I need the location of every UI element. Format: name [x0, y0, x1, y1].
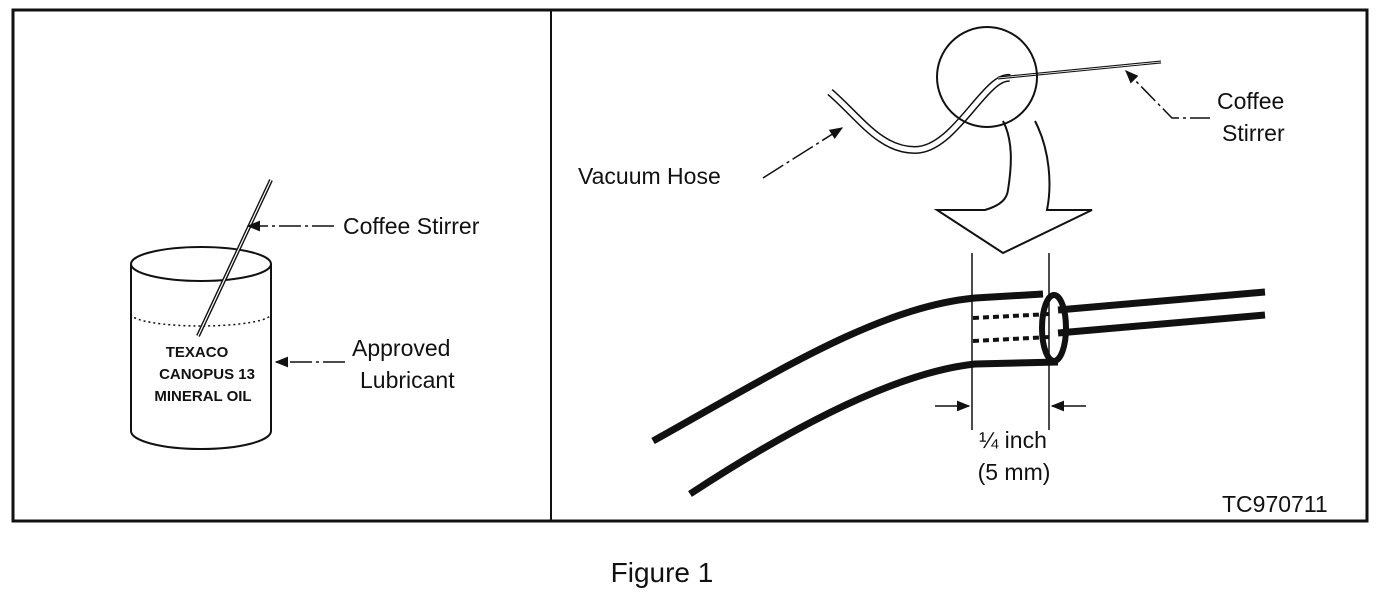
insertion-depth-dimension [935, 253, 1086, 430]
right-stirrer-callout-arrow [1125, 70, 1210, 119]
oil-level-line [130, 313, 272, 327]
can-text-line1: TEXACO [166, 344, 229, 361]
right-stirrer-label-line2: Stirrer [1222, 120, 1285, 146]
magnify-circle [936, 26, 1038, 128]
left-panel: TEXACO CANOPUS 13 MINERAL OIL Coffee Sti… [130, 179, 480, 450]
figure-frame [11, 8, 1369, 523]
figure-caption: Figure 1 [611, 557, 714, 588]
magnify-callout-arrow [933, 26, 1093, 255]
oil-can-illustration [130, 246, 272, 450]
left-stirrer-label: Coffee Stirrer [343, 213, 480, 239]
right-panel: Vacuum Hose Coffee Stirrer ¼ inch (5 mm)… [578, 26, 1328, 517]
enlarged-coffee-stirrer [972, 288, 1266, 343]
dimension-label-line2: (5 mm) [978, 459, 1051, 485]
figure-code: TC970711 [1222, 491, 1328, 517]
dimension-label-line1: ¼ inch [979, 427, 1047, 453]
right-stirrer-label-line1: Coffee [1217, 88, 1284, 114]
can-text-line2: CANOPUS 13 [159, 366, 255, 383]
hose-end-opening [1039, 292, 1069, 364]
can-text-line3: MINERAL OIL [154, 388, 251, 405]
vacuum-hose-label: Vacuum Hose [578, 163, 721, 189]
stirrer-inserted-portion [972, 312, 1051, 320]
enlarged-vacuum-hose [651, 290, 1069, 497]
hose-callout-arrow [762, 127, 844, 179]
overview-vacuum-hose [827, 74, 1011, 155]
lubricant-label-line2: Lubricant [360, 367, 455, 393]
lubricant-label-line1: Approved [352, 335, 450, 361]
